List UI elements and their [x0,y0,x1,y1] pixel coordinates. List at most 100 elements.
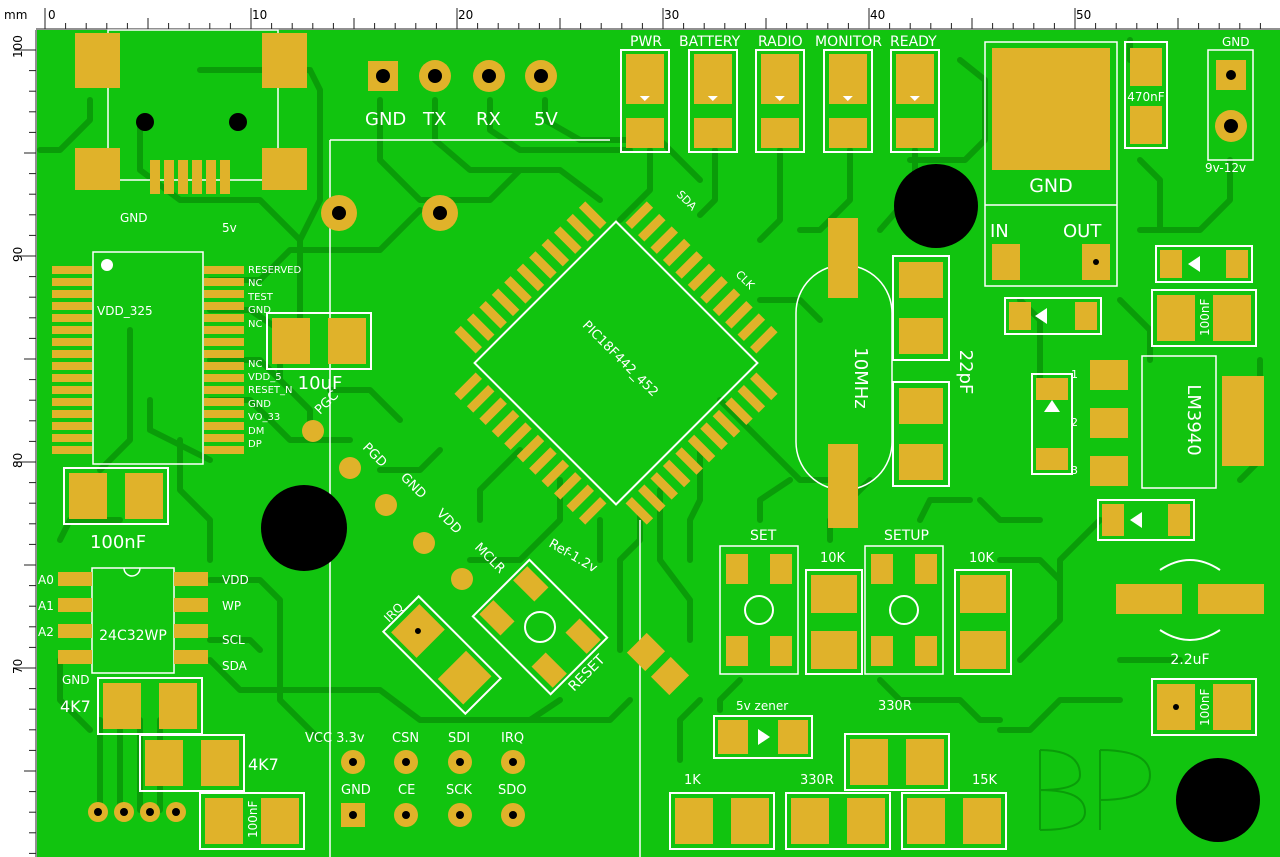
diode-icon: ⏷ [774,91,785,107]
connector-label: GND [365,109,406,130]
mcu-pin-pad [466,313,495,342]
radio-header-label: VCC 3.3v [305,731,365,746]
copper-traces [37,37,1263,813]
diode-arrow-icon [1130,512,1142,528]
mcu-pin-pad [578,201,607,230]
ruler-label-y: 90 [11,247,25,262]
mcu-pin-pad [737,384,766,413]
radio-pad [52,290,92,298]
ruler-label-x: 50 [1076,8,1091,22]
usb-hole [229,113,247,131]
connector-label: RX [476,109,501,130]
usb-signal-pad [220,160,230,194]
power-range-label: 9v-12v [1205,161,1246,175]
ruler-label-y: 70 [11,659,25,674]
mcu-pin-pad [687,434,716,463]
voltage-regulator: GND IN OUT [990,48,1110,280]
ldo-pin: 2 [1071,416,1078,429]
radio-pad [52,374,92,382]
eeprom-pin: A0 [38,573,54,587]
radio-pad [52,278,92,286]
radio-pad [204,398,244,406]
diode-icon: ⏷ [909,91,920,107]
mcu-pin-pad [479,397,507,426]
radio-pad [52,446,92,454]
radio-header-label: IRQ [501,731,524,746]
left-ruler [0,0,36,857]
res-label: 4K7 [60,697,91,716]
mcu-pin-pad [553,226,582,254]
radio-pad [204,350,244,358]
usb-signal-pad [192,160,202,194]
mcu-pin-pad [625,201,654,230]
radio-pad [52,314,92,322]
mounting-hole [1176,758,1260,842]
res-label: 330R [800,773,834,788]
res-10k-b: 10K [954,551,1012,675]
radio-pad [52,422,92,430]
diode-low [1097,499,1195,541]
usb-mount-pad [262,33,307,88]
res-330r-b: 330R [785,773,891,850]
usb-mount-pad [75,33,120,88]
radio-pad [52,410,92,418]
cap-label: 100nF [246,800,260,838]
cap-label: 22pF [955,350,976,395]
ldo-lm3940: LM3940 1 2 3 [1071,360,1264,486]
via [1093,259,1099,265]
cap-label: 100nF [90,532,146,553]
cap-10uf: 10uF [266,312,372,394]
usb-5v-label: 5v [222,221,237,235]
diode-icon: ⏷ [842,91,853,107]
voltage-reference [626,632,690,696]
usb-signal-pad [164,160,174,194]
mounting-hole [261,485,347,571]
mcu-pin-pad [637,213,666,242]
usb-signal-pad [150,160,160,194]
radio-module-name: VDD_325 [97,304,153,318]
led-pad [896,54,934,104]
led-label: PWR [630,34,662,50]
mcu-pin-pad [725,397,753,426]
mcu-pin-pad [454,372,483,401]
eeprom-name: 24C32WP [99,628,167,644]
mcu-pin-pad [625,496,654,525]
mcu-pin-pad [749,372,778,401]
eeprom-pin: VDD [222,573,249,587]
radio-module: VDD_325 RESERVEDNCTESTGNDNCNCVDD_5RESET_… [52,259,301,454]
eeprom-pin: WP [222,599,241,613]
mcu-pin-pad [637,484,666,513]
radio-pad [52,350,92,358]
drill-hole [1224,119,1238,133]
diode-arrow-icon [758,729,770,745]
res-label: 15K [972,773,998,788]
connector-label: TX [422,109,446,130]
eeprom-24c32: 24C32WP A0 A1 A2 GND VDD WP SCL SDA [38,567,249,687]
radio-pad [52,362,92,370]
diode-icon: ⏷ [639,91,650,107]
usb-mount-pad [262,148,307,190]
radio-pin-label: TEST [247,292,274,303]
setup-label: SETUP [884,528,929,544]
led-pwr: ⏷ PWR [620,34,670,153]
mcu-pin-pad [454,325,483,354]
usb-connector: GND 5v [75,33,307,235]
cap-2-2uf: 2.2uF [1116,559,1264,668]
radio-header-label: GND [341,783,371,798]
radio-pad [204,338,244,346]
serial-header: GND TX RX 5V [365,60,558,130]
setup-switch: SETUP [871,528,937,666]
set-switch: SET [726,528,792,666]
radio-pin-label: DP [248,439,262,450]
drill-hole [482,69,496,83]
cap-100nf-right-b: 100nF [1151,678,1257,736]
mcu-pin-pad [529,251,557,279]
cap-100nf-left: 100nF [63,467,169,553]
radio-pad [204,362,244,370]
radio-pad [204,434,244,442]
res-label: 10K [820,551,846,566]
res-330r-a: 330R [844,699,950,791]
mcu-pin-pad [737,313,766,342]
unit-label: mm [4,8,27,22]
